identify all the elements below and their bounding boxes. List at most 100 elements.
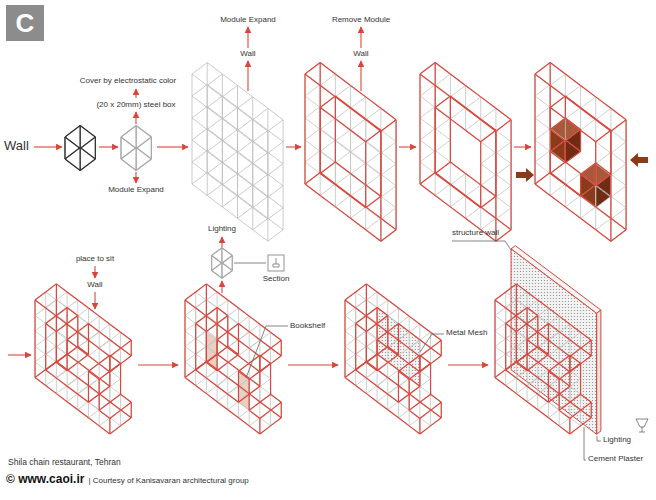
frame-outline [195,355,196,371]
module-edge [78,347,89,355]
module-edge [109,340,110,356]
module-edge [110,324,121,332]
module-edge [35,378,46,386]
frame-outline [271,402,282,410]
module-edge [431,402,442,410]
module-edge [67,324,78,332]
module-panel [192,63,283,242]
module-edge [535,129,550,140]
frame-outline [550,63,551,85]
module-edge [419,371,420,387]
module-edge [466,173,481,184]
module-edge [217,308,228,316]
module-edge [350,173,351,195]
metal-mesh [377,307,420,386]
module-edge [350,152,351,174]
frame-outline [67,402,78,410]
module-edge [345,331,346,347]
module-edge [335,195,350,206]
module-edge [228,340,239,348]
module-edge [56,332,67,340]
frame-outline [409,348,420,356]
module-edge [611,152,626,163]
frame-outline [320,63,335,74]
frame-outline [610,175,611,197]
module-edge [45,292,46,308]
frame-outline [195,324,196,340]
module-edge [387,378,388,394]
module-edge [270,332,271,348]
module-edge [366,332,377,340]
module-edge [88,324,99,332]
module-edge [320,129,321,151]
frame-outline [56,394,67,402]
module-edge [237,107,238,129]
frame-outline [227,316,228,332]
module-edge [388,332,399,340]
module-edge [131,340,132,356]
module-edge [238,316,249,324]
module-edge [192,140,207,151]
module-edge [259,402,260,418]
module-edge [99,379,110,387]
module-edge [271,340,282,348]
module-edge [350,85,351,107]
module-edge [388,308,399,316]
module-edge [237,173,238,195]
module-edge [356,361,367,369]
module-edge [95,137,96,159]
module-edge [465,85,466,107]
frame-outline [388,348,399,356]
module-edge [56,315,57,331]
module-edge [78,386,89,394]
module-edge [345,347,346,363]
module-edge [366,316,377,324]
module-edge [450,207,465,218]
module-edge [420,348,431,356]
module-edge [217,363,228,371]
module-edge [610,197,611,219]
module-edge [550,151,551,173]
frame-outline [565,162,580,173]
module-edge [249,348,260,356]
module-edge [110,340,121,348]
module-edge [56,299,57,315]
frame-outline [450,184,465,195]
module-edge [67,363,78,371]
module-edge [611,218,626,229]
module-edge [481,164,496,175]
module-edge [136,126,137,148]
module-edge [237,151,238,173]
module-edge [387,347,388,363]
frame-outline [206,315,207,331]
module-edge [466,130,481,141]
module-edge [80,126,95,137]
module-edge [35,369,46,377]
module-edge [366,355,377,363]
module-edge [222,140,237,151]
module-edge [351,130,366,141]
frame-outline [419,118,420,140]
frame-outline [335,74,350,85]
module-edge [409,418,420,426]
frame-outline [466,108,481,119]
module-edge [565,184,580,195]
frame-outline [66,307,67,323]
module-edge [238,324,239,340]
module-edge [252,186,253,208]
module-edge [109,355,110,371]
module-edge [398,340,409,348]
module-edge [185,347,196,355]
module-edge [99,402,110,410]
module-edge [46,316,57,324]
module-edge [380,196,381,218]
module-edge [77,300,78,316]
module-edge [222,207,237,218]
module-edge [535,96,550,107]
module-edge [46,330,57,338]
module-edge [335,129,350,140]
module-edge [88,339,89,355]
frame-outline [550,195,565,206]
frame-outline [435,107,436,129]
frame-outline [366,196,381,207]
